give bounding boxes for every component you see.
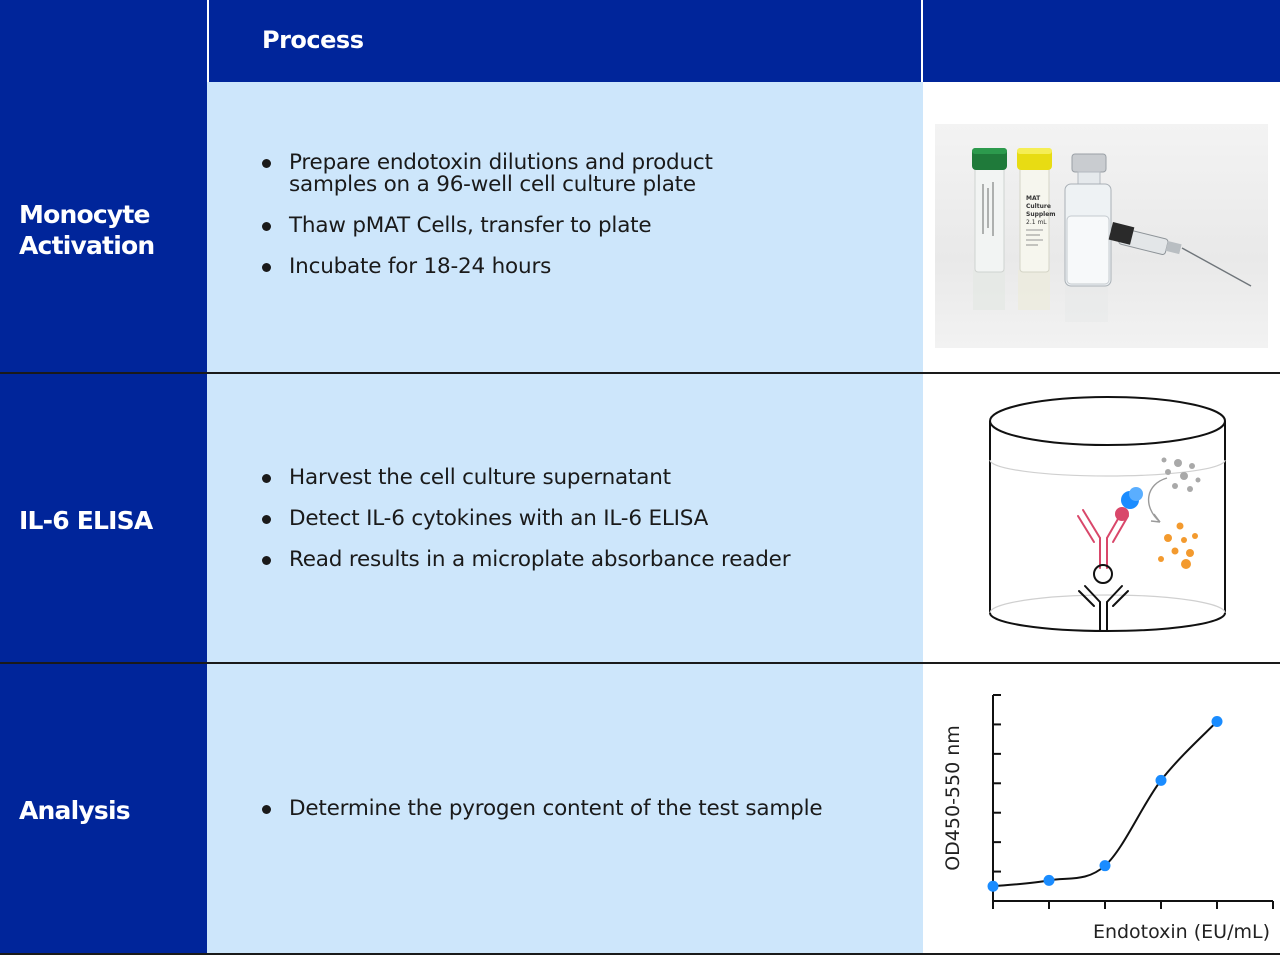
- vial-reflection: [1018, 270, 1050, 310]
- detection-antibody: [1078, 564, 1129, 631]
- chart-axes: [992, 694, 1274, 909]
- vial-reflection: [973, 270, 1005, 310]
- product-vials-illustration: MAT Culture Supplem 2.1 mL: [972, 148, 1252, 322]
- y-axis-label: OD450-550 nm: [942, 725, 964, 871]
- row-label-line: Analysis: [19, 796, 131, 825]
- vial-label-text: Culture: [1026, 203, 1051, 210]
- data-points: [987, 715, 1223, 892]
- elisa-well-illustration: [989, 396, 1226, 632]
- substrate-dots-gray: [1161, 457, 1201, 492]
- well-bottom-front: [989, 612, 1226, 632]
- row-label-il6-elisa: IL-6 ELISA: [19, 505, 153, 536]
- header-bar: [207, 0, 1280, 82]
- step-item: Thaw pMAT Cells, transfer to plate: [262, 215, 782, 237]
- row-divider: [0, 662, 1280, 664]
- vial-crimp-cap: [1071, 153, 1107, 173]
- row-label-monocyte-activation: Monocyte Activation: [19, 199, 155, 261]
- analyte-pink-circle: [1115, 507, 1129, 521]
- process-column: [207, 82, 923, 954]
- row-divider: [0, 953, 1280, 955]
- product-photo: MAT Culture Supplem 2.1 mL: [935, 124, 1268, 348]
- liquid-line: [989, 459, 1226, 477]
- syringe: [1108, 222, 1252, 287]
- step-item: Incubate for 18-24 hours: [262, 256, 782, 278]
- green-cap-tube: [974, 163, 1005, 273]
- data-point: [1155, 774, 1167, 786]
- reaction-arrowhead: [1150, 513, 1161, 523]
- row-label-line: Activation: [19, 231, 155, 260]
- step-item: Read results in a microplate absorbance …: [262, 549, 862, 571]
- well-bottom-back: [989, 594, 1226, 614]
- data-point: [1099, 860, 1111, 872]
- vial-label-text: MAT: [1026, 195, 1041, 202]
- vial-liquid: [1066, 215, 1110, 285]
- row-label-line: IL-6 ELISA: [19, 506, 153, 535]
- step-list-analysis: Determine the pyrogen content of the tes…: [262, 798, 882, 839]
- vial-label-text: Supplem: [1026, 211, 1056, 218]
- data-point: [1043, 874, 1055, 886]
- syringe-plunger: [1108, 222, 1135, 245]
- step-list-monocyte-activation: Prepare endotoxin dilutions and product …: [262, 152, 782, 297]
- step-item: Determine the pyrogen content of the tes…: [262, 798, 882, 820]
- reaction-arrow: [1147, 477, 1168, 523]
- green-cap-top: [972, 148, 1007, 154]
- syringe-needle: [1181, 247, 1252, 287]
- step-item: Prepare endotoxin dilutions and product …: [262, 152, 782, 196]
- header-divider-right: [921, 0, 923, 82]
- green-tube-print: [982, 182, 994, 236]
- step-list-il6-elisa: Harvest the cell culture supernatant Det…: [262, 467, 862, 590]
- syringe-hub: [1165, 241, 1182, 255]
- fitted-curve: [992, 720, 1218, 888]
- well-rim: [989, 396, 1226, 446]
- product-dots-orange: [1158, 522, 1198, 569]
- data-point: [1211, 715, 1223, 727]
- x-axis-label: Endotoxin (EU/mL): [1093, 921, 1270, 943]
- step-item: Harvest the cell culture supernatant: [262, 467, 862, 489]
- vial-reflection: [1065, 282, 1108, 322]
- header-title: Process: [262, 26, 364, 54]
- yellow-cap-top: [1017, 148, 1052, 154]
- yellow-cap-tube: [1019, 163, 1050, 273]
- analyte-blue-circle-light: [1129, 487, 1143, 501]
- yellow-tube-print: [1026, 229, 1043, 246]
- row-label-line: Monocyte: [19, 200, 150, 229]
- step-item: Detect IL-6 cytokines with an IL-6 ELISA: [262, 508, 862, 530]
- row-divider: [0, 372, 1280, 374]
- standard-curve-chart: Endotoxin (EU/mL) OD450-550 nm: [942, 694, 1274, 943]
- header-divider-left: [207, 0, 209, 82]
- vial-label-text: 2.1 mL: [1026, 219, 1047, 226]
- data-point: [987, 880, 999, 892]
- label-column: [0, 0, 207, 954]
- row-label-analysis: Analysis: [19, 795, 131, 826]
